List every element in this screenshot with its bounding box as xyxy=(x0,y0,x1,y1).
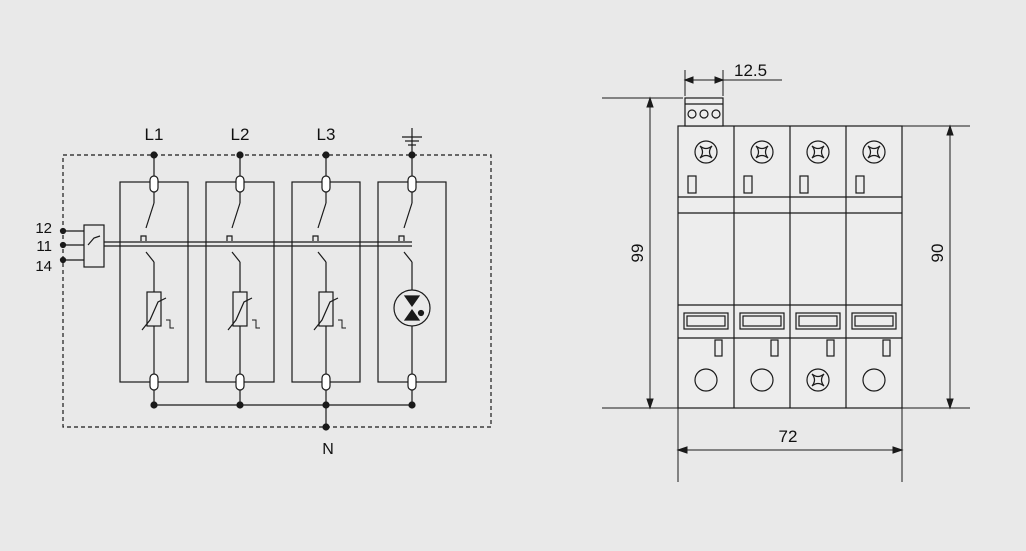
varistor-icon xyxy=(227,291,260,331)
device-front-view xyxy=(677,97,903,409)
bottom-terminals xyxy=(694,339,891,392)
dimension-label-module-height: 90 xyxy=(928,244,947,263)
dimension-label-width: 72 xyxy=(779,427,798,446)
spd-module-l3 xyxy=(291,151,361,405)
dimension-label-total-height: 99 xyxy=(628,244,647,263)
spd-module-npe xyxy=(377,145,447,405)
ground-icon xyxy=(402,128,422,159)
contact-label-11: 11 xyxy=(36,238,52,255)
status-windows xyxy=(683,312,897,330)
dimension-total-height xyxy=(602,96,683,410)
top-terminal-screws xyxy=(687,140,886,194)
contact-label-12: 12 xyxy=(35,220,52,237)
dimension-label-pitch: 12.5 xyxy=(734,61,767,80)
remote-contact-switch xyxy=(59,224,105,268)
neutral-label: N xyxy=(322,441,334,458)
remote-terminal-block xyxy=(684,97,724,127)
neutral-bus xyxy=(150,401,416,431)
phase-label-l3: L3 xyxy=(317,125,336,144)
gas-discharge-tube-icon xyxy=(393,289,431,327)
spd-module-l2 xyxy=(205,151,275,405)
varistor-icon xyxy=(141,291,174,331)
phase-label-l2: L2 xyxy=(231,125,250,144)
phase-label-l1: L1 xyxy=(145,125,164,144)
enclosure-dashed-outline xyxy=(62,154,492,428)
dimension-width xyxy=(676,408,904,482)
spd-module-l1 xyxy=(119,151,189,405)
varistor-icon xyxy=(313,291,346,331)
dimension-module-height xyxy=(902,124,970,410)
contact-label-14: 14 xyxy=(35,258,52,275)
dimension-pitch xyxy=(683,70,782,96)
